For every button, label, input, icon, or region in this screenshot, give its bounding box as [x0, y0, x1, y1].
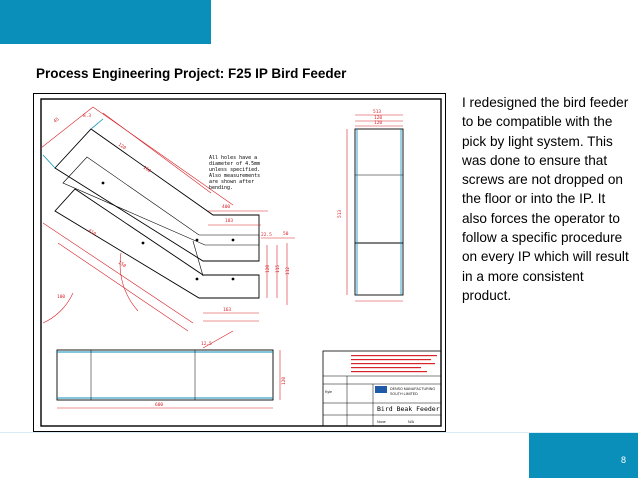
svg-text:8.3: 8.3: [83, 113, 91, 119]
title-block: DENSO MANUFACTURING SOUTH LIMITED Kyle B…: [322, 350, 442, 427]
svg-text:120: 120: [265, 265, 271, 273]
svg-text:None: None: [377, 420, 386, 424]
svg-text:183: 183: [225, 218, 233, 224]
svg-text:50: 50: [283, 231, 289, 237]
page-number: 8: [620, 455, 626, 465]
svg-text:bending.: bending.: [209, 185, 233, 191]
svg-text:SOUTH LIMITED: SOUTH LIMITED: [390, 392, 418, 396]
svg-text:120: 120: [374, 115, 382, 121]
svg-text:150: 150: [117, 260, 127, 270]
svg-text:410: 410: [87, 228, 97, 238]
svg-text:163: 163: [223, 307, 231, 313]
svg-text:45: 45: [52, 116, 60, 124]
svg-text:115: 115: [275, 265, 281, 273]
svg-text:112: 112: [285, 267, 291, 275]
footer-rule: [0, 432, 638, 433]
svg-text:DENSO MANUFACTURING: DENSO MANUFACTURING: [390, 387, 435, 391]
svg-text:100: 100: [57, 294, 65, 300]
dimension-lines: [40, 106, 295, 332]
feeder-flat-pattern: [42, 118, 260, 299]
svg-text:are shown after: are shown after: [209, 179, 254, 185]
slide-title: Process Engineering Project: F25 IP Bird…: [36, 66, 347, 81]
svg-text:Bird Beak Feeder: Bird Beak Feeder: [377, 405, 440, 413]
svg-text:120: 120: [117, 142, 127, 152]
svg-text:N/A: N/A: [408, 420, 415, 424]
svg-text:22.5: 22.5: [261, 232, 272, 238]
slide-body-text: I redesigned the bird feeder to be compa…: [462, 95, 629, 303]
page-number-box: 8: [529, 433, 638, 478]
svg-text:400: 400: [222, 204, 230, 210]
header-accent-bar: [0, 0, 211, 44]
svg-text:600: 600: [155, 402, 163, 408]
bottom-view: 600 120 12.5: [56, 330, 287, 409]
svg-text:513: 513: [373, 109, 381, 115]
dimension-labels: 45 8.3 120 160 400 183 22.5 50 120 115 1…: [52, 113, 291, 313]
side-view: 513 120 120 513: [337, 109, 404, 302]
drawing-note: All holes have a diameter of 4.5mm unles…: [209, 155, 260, 191]
svg-text:120: 120: [281, 377, 287, 385]
svg-text:Also measurements: Also measurements: [209, 173, 260, 179]
svg-text:160: 160: [142, 165, 152, 175]
engineering-drawing: 45 8.3 120 160 400 183 22.5 50 120 115 1…: [33, 93, 446, 432]
svg-text:All holes have a: All holes have a: [209, 155, 257, 161]
svg-text:Kyle: Kyle: [325, 390, 332, 394]
svg-text:diameter of 4.5mm: diameter of 4.5mm: [209, 161, 260, 167]
svg-text:12.5: 12.5: [201, 341, 212, 347]
svg-text:unless specified.: unless specified.: [209, 167, 260, 173]
svg-text:120: 120: [374, 120, 382, 126]
svg-text:513: 513: [337, 210, 343, 218]
